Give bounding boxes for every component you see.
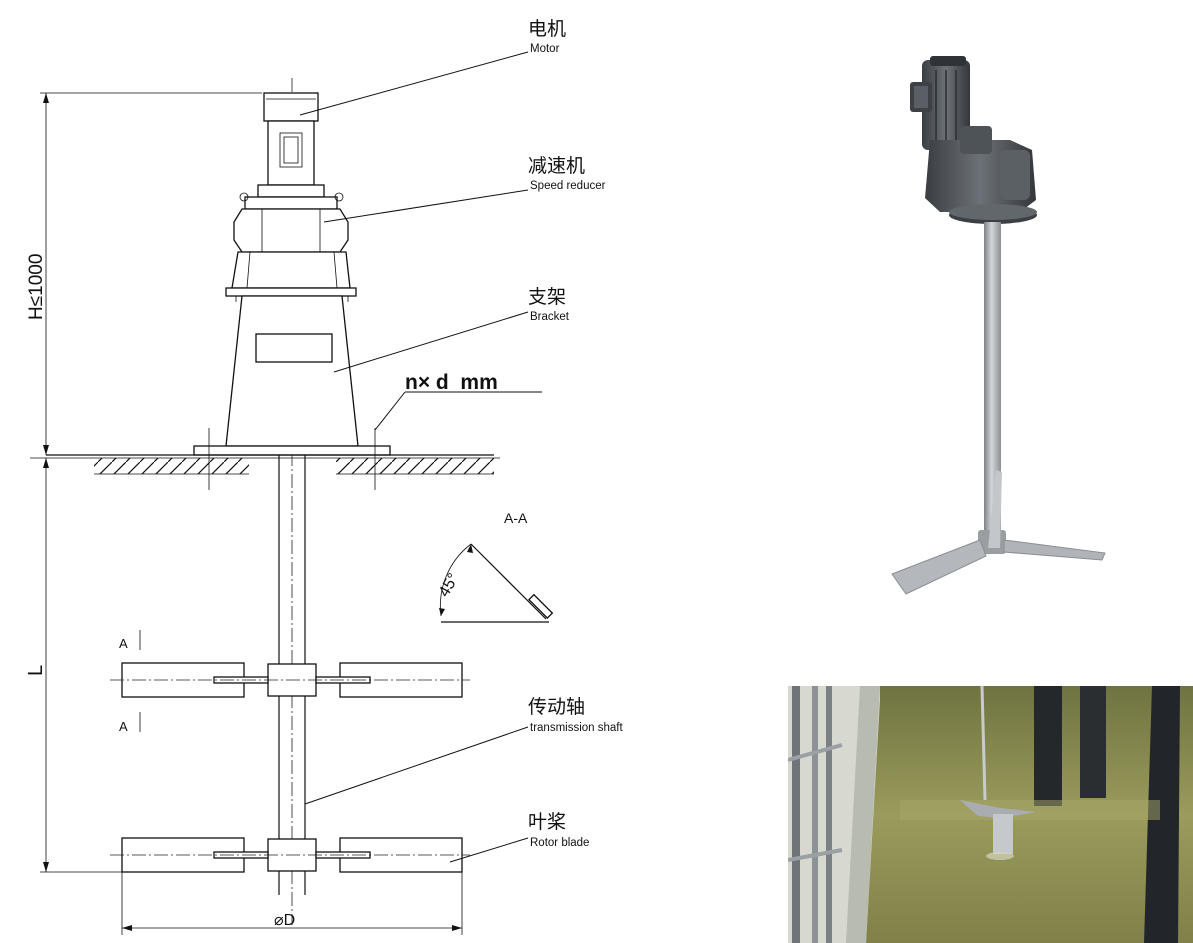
length-dimension-label: L <box>25 665 47 676</box>
diameter-dimension: ⌀D <box>121 872 463 935</box>
length-dimension: L <box>25 458 122 873</box>
section-mark-bottom: A <box>119 719 128 734</box>
bracket-label-en: Bracket <box>530 311 570 323</box>
lower-paddle-blades <box>110 837 470 873</box>
bolt-hole-callout: n× d mm <box>374 371 542 431</box>
diameter-dimension-label: ⌀D <box>274 912 295 929</box>
section-markers: A A <box>119 630 141 734</box>
height-dimension: H≤1000 <box>26 92 262 455</box>
shaft-label-en: transmission shaft <box>530 722 623 734</box>
blade-label-en: Rotor blade <box>530 837 589 849</box>
bracket-label-cn: 支架 <box>528 286 566 308</box>
technical-drawing: H≤1000 L ⌀D n× d mm A <box>25 18 623 935</box>
blade-label-cn: 叶桨 <box>528 811 566 833</box>
bolt-hole-label: n× d mm <box>405 371 498 394</box>
reducer-label-en: Speed reducer <box>530 180 606 192</box>
reducer-label-cn: 减速机 <box>528 155 585 177</box>
leader-lines <box>299 51 529 863</box>
shaft-label-cn: 传动轴 <box>528 696 585 718</box>
motor-label-cn: 电机 <box>528 18 566 40</box>
height-dimension-label: H≤1000 <box>26 254 47 320</box>
section-mark-top: A <box>119 636 128 651</box>
installed-tank-photo <box>788 686 1193 943</box>
upper-paddle-blades <box>110 662 470 698</box>
speed-reducer-part <box>225 184 357 302</box>
angle-label: 45° <box>436 571 463 600</box>
motor-label-en: Motor <box>530 43 560 55</box>
section-a-a-view: A-A 45° <box>436 510 554 623</box>
part-labels: 电机 Motor 减速机 Speed reducer 支架 Bracket 传动… <box>528 18 623 849</box>
agitator-product-photo <box>891 56 1106 595</box>
floor-slab <box>30 428 500 490</box>
section-a-a-title: A-A <box>504 510 528 526</box>
bracket-part <box>193 295 391 456</box>
motor-part <box>263 92 319 186</box>
